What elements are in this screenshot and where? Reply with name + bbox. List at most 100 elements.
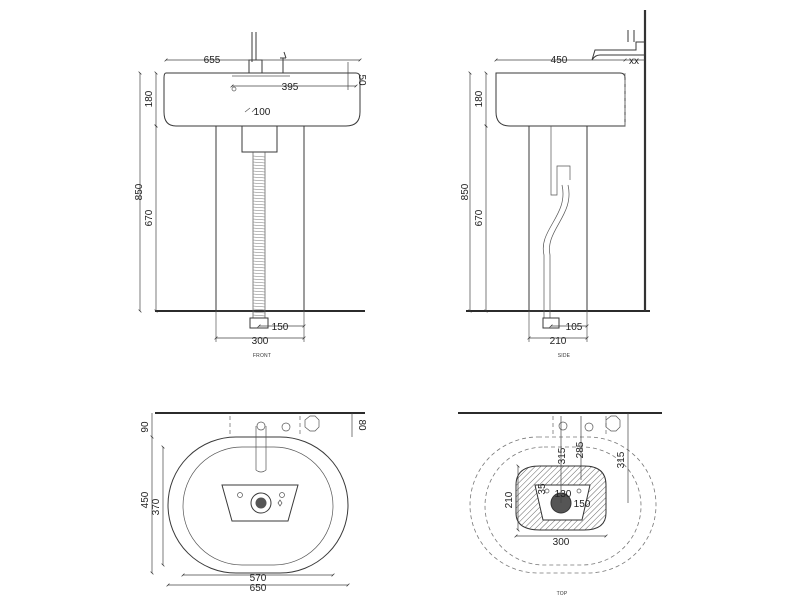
front-trap	[241, 126, 278, 153]
dim-top-left-width: 650	[250, 583, 267, 594]
top-right-fitting	[584, 422, 594, 432]
dim-top-right-width: 300	[553, 537, 570, 548]
side-hose	[542, 184, 570, 318]
hose-rib	[252, 182, 266, 185]
dim-top-right-d2: 285	[575, 441, 586, 458]
hose-rib	[252, 245, 266, 248]
top-view-left: 90 80 450 370 570 650	[140, 412, 367, 594]
hose-rib	[252, 212, 266, 215]
hose-rib	[252, 290, 266, 293]
front-drain-outlet	[249, 317, 269, 329]
hose-rib	[252, 185, 266, 188]
dim-side-total-height: 850	[460, 183, 471, 200]
hose-rib	[252, 206, 266, 209]
hose-rib	[252, 176, 266, 179]
top-left-drain-outer	[250, 492, 272, 514]
hose-rib	[252, 257, 266, 260]
front-marker-icon	[231, 86, 237, 92]
caption-top: TOP	[557, 591, 568, 597]
dim-top-left-depth: 450	[140, 491, 151, 508]
hose-rib	[252, 155, 266, 158]
top-right-overflow-left	[544, 488, 550, 494]
dim-front-bowl: 395	[282, 82, 299, 93]
hose-rib	[252, 194, 266, 197]
hose-rib	[252, 311, 266, 314]
dim-top-right-d3: 315	[616, 451, 627, 468]
dim-front-deck: 50	[356, 74, 367, 86]
hose-rib	[252, 215, 266, 218]
hose-rib	[252, 230, 266, 233]
dim-front-pedestal-height: 670	[144, 209, 155, 226]
hose-rib	[252, 164, 266, 167]
side-basin	[495, 72, 626, 127]
hose-rib	[252, 275, 266, 278]
front-hose-ribs	[252, 155, 266, 317]
top-left-drain-icon	[255, 497, 267, 509]
hose-rib	[252, 278, 266, 281]
front-soap-dispenser	[280, 51, 287, 73]
hose-rib	[252, 161, 266, 164]
hose-rib	[252, 302, 266, 305]
hose-rib	[252, 272, 266, 275]
hose-rib	[252, 293, 266, 296]
top-right-hex-nut	[605, 415, 621, 432]
dim-top-left-gap: 90	[140, 421, 151, 433]
hose-rib	[252, 158, 266, 161]
dim-front-total-height: 850	[134, 183, 145, 200]
dim-front-drain-offset: 150	[272, 322, 289, 333]
front-view: 655 395 50 180 850 670 100 150 300 FRONT	[134, 32, 367, 359]
top-left-basin-outer	[167, 436, 349, 574]
front-pedestal	[215, 125, 305, 312]
dim-top-left-gap-right: 80	[356, 419, 367, 431]
hose-rib	[252, 227, 266, 230]
side-trap	[550, 126, 571, 196]
top-left-deck-guides	[229, 416, 301, 437]
caption-front: FRONT	[253, 353, 271, 359]
hose-rib	[252, 260, 266, 263]
top-left-tap	[255, 426, 267, 473]
hose-rib	[252, 233, 266, 236]
hose-rib	[252, 188, 266, 191]
hose-rib	[252, 305, 266, 308]
hose-rib	[252, 299, 266, 302]
hose-rib	[252, 296, 266, 299]
top-view-right: 315 285 315 35 130 150 210 300 TOP	[458, 412, 662, 597]
hose-rib	[252, 266, 266, 269]
hose-rib	[252, 209, 266, 212]
top-left-tap-base	[256, 421, 266, 431]
dim-top-right-depth: 210	[504, 491, 515, 508]
top-left-hex-nut	[304, 415, 320, 432]
hose-rib	[252, 191, 266, 194]
dim-side-tap: xx	[629, 56, 639, 67]
top-left-fitting-right	[281, 422, 291, 432]
side-drain-outlet	[542, 317, 560, 329]
hose-rib	[252, 173, 266, 176]
hose-rib	[252, 314, 266, 317]
hose-rib	[252, 203, 266, 206]
hose-rib	[252, 239, 266, 242]
hose-rib	[252, 284, 266, 287]
dim-top-right-r150: 150	[574, 499, 591, 510]
top-left-overflow-right	[279, 492, 285, 498]
hose-rib	[252, 269, 266, 272]
hose-rib	[252, 236, 266, 239]
dim-top-right-drain-dia: 35	[537, 483, 548, 495]
hose-rib	[252, 248, 266, 251]
hose-rib	[252, 179, 266, 182]
hose-rib	[252, 308, 266, 311]
dim-top-right-d1: 315	[557, 447, 568, 464]
top-right-basin-inner-outline	[484, 446, 642, 566]
hose-rib	[252, 254, 266, 257]
dim-top-left-width-inner: 570	[250, 573, 267, 584]
side-pedestal	[528, 125, 588, 312]
hose-rib	[252, 170, 266, 173]
side-view: 450 xx 180 850 670 105 210 SIDE	[460, 10, 650, 359]
dim-top-right-r130: 130	[555, 489, 572, 500]
dim-front-width: 655	[204, 55, 221, 66]
hose-rib	[252, 197, 266, 200]
front-tap	[248, 32, 263, 74]
hose-rib	[252, 263, 266, 266]
dim-front-basin-height: 180	[144, 90, 155, 107]
hose-rib	[252, 200, 266, 203]
top-left-marker-icon	[277, 499, 283, 507]
